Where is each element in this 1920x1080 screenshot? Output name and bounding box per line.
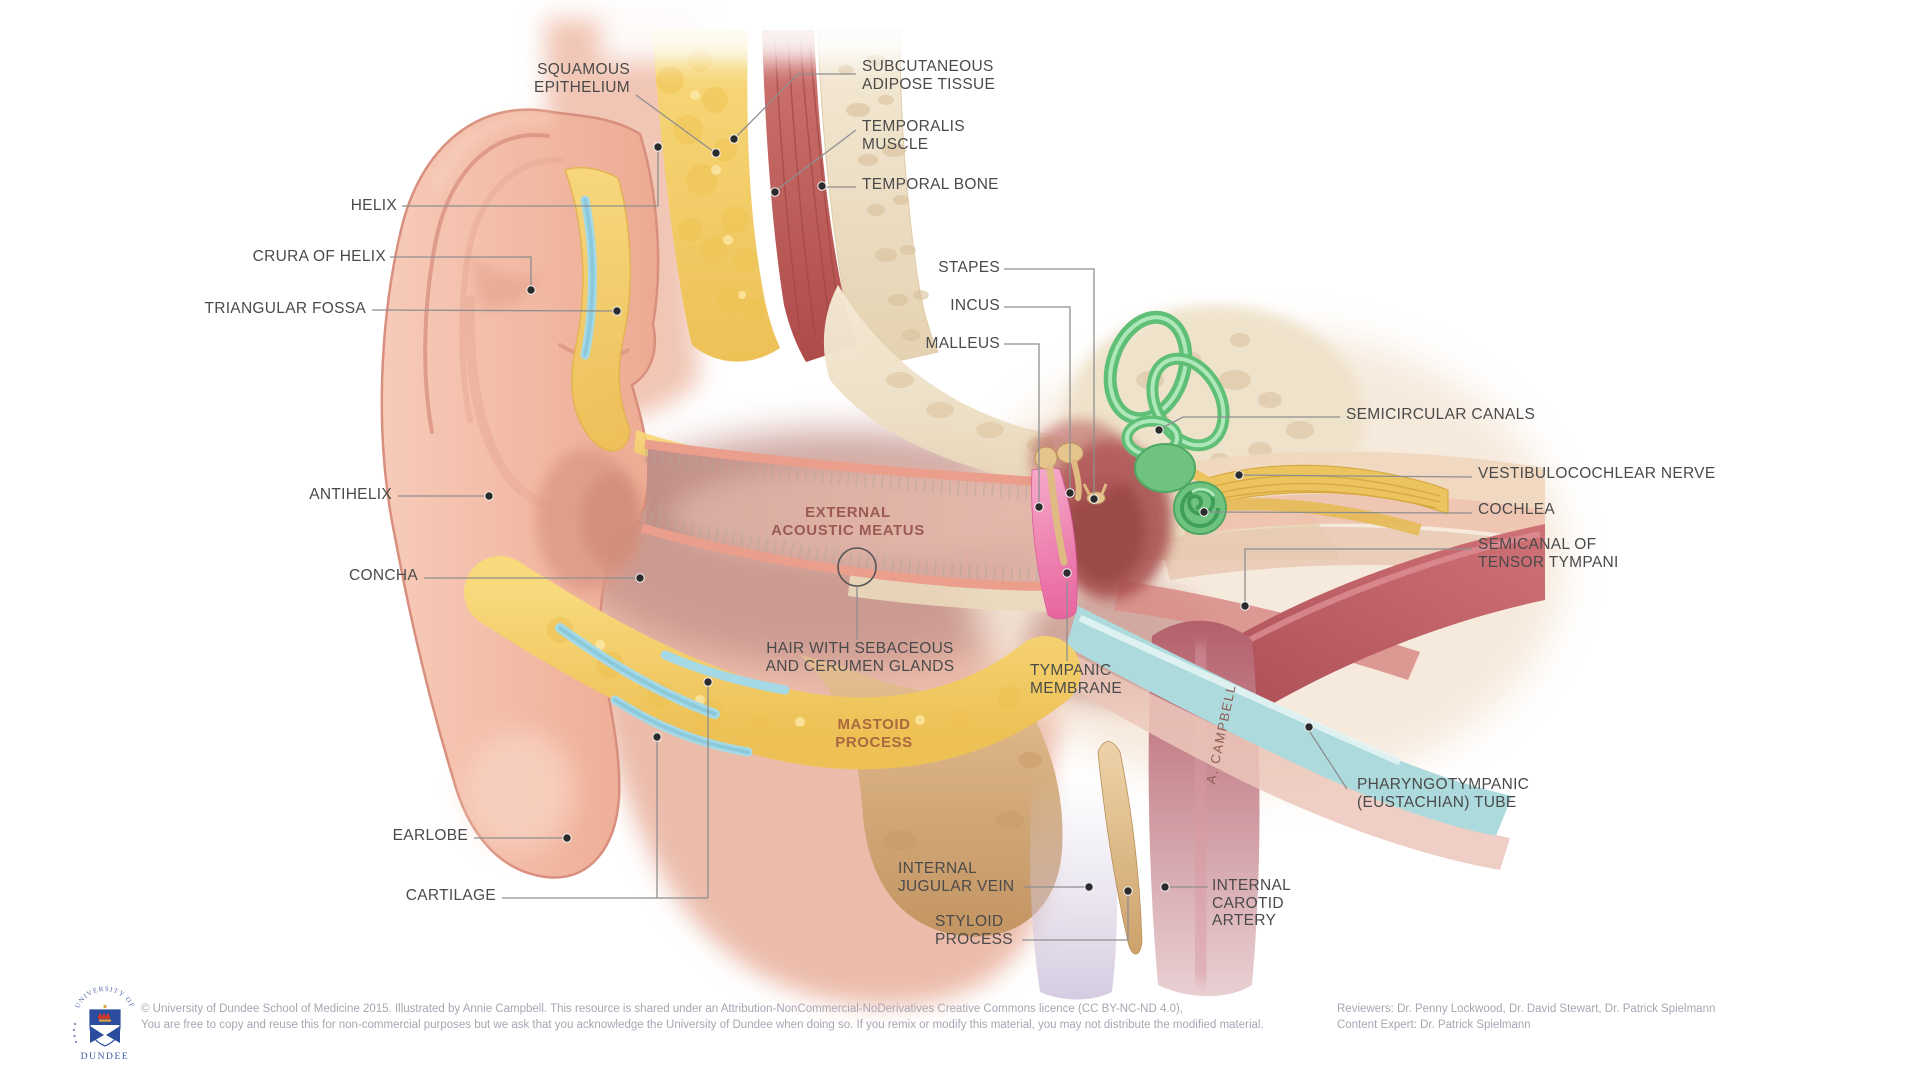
malleus-head <box>1034 446 1058 470</box>
triangular-fossa-area <box>470 255 540 309</box>
label-incus: INCUS <box>950 297 1000 314</box>
leader-lines <box>371 73 1473 941</box>
styloid-process <box>1097 741 1143 955</box>
reviewers-line: Reviewers: Dr. Penny Lockwood, Dr. David… <box>1337 1003 1716 1015</box>
label-temporalis-muscle: TEMPORALIS MUSCLE <box>862 118 965 153</box>
label-semicanal-tensor-tympani: SEMICANAL OF TENSOR TYMPANI <box>1478 536 1619 571</box>
tissue-bands <box>600 0 1040 369</box>
temporal-bone-band <box>817 29 939 369</box>
logo-dundee-text: DUNDEE <box>81 1052 130 1062</box>
temporalis-muscle-band <box>762 30 861 362</box>
canal-hairs-top <box>644 449 1062 503</box>
canal-cartilage-strip-3 <box>660 650 790 695</box>
label-cochlea: COCHLEA <box>1478 501 1556 518</box>
label-crura-of-helix: CRURA OF HELIX <box>252 248 386 265</box>
vestibule <box>1134 443 1196 493</box>
label-mastoid-process: MASTOID PROCESS <box>835 716 913 751</box>
label-stapes: STAPES <box>938 259 1000 276</box>
label-vestibulocochlear-nerve: VESTIBULOCOCHLEAR NERVE <box>1478 465 1716 482</box>
label-malleus: MALLEUS <box>925 335 1000 352</box>
helix-fold <box>423 133 550 434</box>
university-of-dundee-logo: UNIVERSITY OF DUNDEE <box>72 986 135 1062</box>
lower-adipose-band <box>464 556 1081 770</box>
label-cartilage: CARTILAGE <box>405 887 496 904</box>
subcutaneous-adipose-band <box>652 30 780 362</box>
label-antihelix: ANTIHELIX <box>309 486 392 503</box>
carotid-upper-vessel <box>1230 524 1545 712</box>
label-tympanic-membrane: TYMPANIC MEMBRANE <box>1030 662 1122 697</box>
license-text: © University of Dundee School of Medicin… <box>141 1002 1264 1033</box>
label-temporal-bone: TEMPORAL BONE <box>862 176 999 193</box>
earlobe-area <box>465 730 575 850</box>
label-concha: CONCHA <box>349 567 418 584</box>
credits-text: Reviewers: Dr. Penny Lockwood, Dr. David… <box>1337 1002 1715 1033</box>
license-line-2: You are free to copy and reuse this for … <box>141 1018 1264 1031</box>
label-semicircular-canals: SEMICIRCULAR CANALS <box>1346 406 1536 423</box>
label-styloid-process: STYLOID PROCESS <box>935 913 1013 948</box>
label-squamous-epithelium: SQUAMOUS EPITHELIUM <box>533 61 630 96</box>
label-helix: HELIX <box>350 197 397 214</box>
label-external-acoustic-meatus: EXTERNAL ACOUSTIC MEATUS <box>771 504 925 539</box>
logo-shield <box>89 1004 121 1047</box>
hair-annotation-circle <box>837 547 877 587</box>
canal-lower-lining <box>640 523 1071 591</box>
ossicles <box>1034 442 1108 566</box>
pointer-dots <box>484 134 1314 896</box>
cochlea <box>1173 481 1227 535</box>
label-subcutaneous-adipose: SUBCUTANEOUS ADIPOSE TISSUE <box>862 58 996 93</box>
content-expert-line: Content Expert: Dr. Patrick Spielmann <box>1337 1018 1531 1031</box>
external-acoustic-meatus <box>640 439 1077 612</box>
label-triangular-fossa: TRIANGULAR FOSSA <box>204 300 366 317</box>
label-hair-glands: HAIR WITH SEBACEOUS AND CERUMEN GLANDS <box>765 640 955 675</box>
label-pharyngotympanic-tube: PHARYNGOTYMPANIC (EUSTACHIAN) TUBE <box>1357 776 1530 811</box>
semicircular-canals <box>1103 310 1230 493</box>
license-line-1: © University of Dundee School of Medicin… <box>141 1003 1184 1015</box>
canal-hairs-bottom <box>640 509 1071 582</box>
label-earlobe: EARLOBE <box>392 827 468 844</box>
pinna <box>380 108 660 879</box>
logo-dotted-arc <box>72 1022 78 1044</box>
label-internal-jugular-vein: INTERNAL JUGULAR VEIN <box>898 860 1015 895</box>
pharyngotympanic-tube <box>1052 606 1512 870</box>
label-internal-carotid-artery: INTERNAL CAROTID ARTERY <box>1212 877 1292 929</box>
malleus-handle <box>1046 464 1068 566</box>
